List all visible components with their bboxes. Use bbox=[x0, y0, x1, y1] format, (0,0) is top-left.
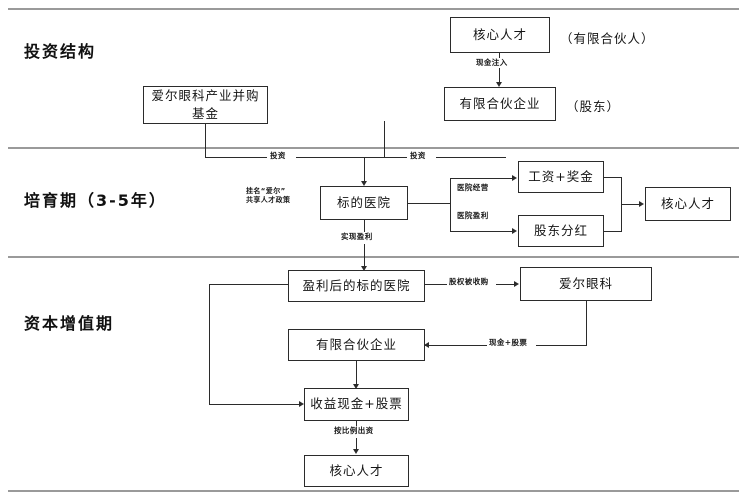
connector-lp-to-proceeds bbox=[356, 361, 357, 386]
feedback-bottom-h bbox=[209, 404, 301, 405]
arrowhead-core-talent-bottom bbox=[353, 449, 359, 454]
edge-label-cash-injection: 现金注入 bbox=[474, 58, 510, 69]
node-label: 股东分红 bbox=[533, 222, 588, 238]
node-label: 有限合伙企业 bbox=[459, 95, 541, 111]
connector-bus-to-target-hospital bbox=[364, 157, 365, 183]
node-label: 有限合伙企业 bbox=[315, 336, 397, 352]
node-proceeds-cash-stock[interactable]: 收益现金+股票 bbox=[304, 388, 409, 421]
node-label: 核心人才 bbox=[660, 195, 715, 211]
node-core-talent-bottom[interactable]: 核心人才 bbox=[304, 455, 409, 487]
connector-aier-down bbox=[586, 301, 587, 345]
bus-investment-left-a bbox=[205, 157, 267, 158]
node-label: 工资+奖金 bbox=[528, 168, 594, 184]
node-target-hospital[interactable]: 标的医院 bbox=[320, 186, 408, 220]
arrowhead-shareholder-dividend bbox=[512, 227, 517, 234]
node-label: 盈利后的标的医院 bbox=[302, 277, 411, 293]
edge-label-cash-plus-stock: 现金+股票 bbox=[487, 338, 530, 349]
bus-investment-right-a bbox=[364, 157, 407, 158]
section-title-investment-structure: 投资结构 bbox=[24, 42, 97, 61]
annotation-limited-partner: （有限合伙人） bbox=[560, 31, 655, 46]
edge-label-investment-right: 投资 bbox=[408, 151, 428, 162]
node-label: 核心人才 bbox=[472, 26, 527, 42]
edge-label-hospital-profit: 医院盈利 bbox=[455, 211, 491, 222]
feedback-top-h bbox=[209, 284, 288, 285]
node-core-talent-mid[interactable]: 核心人才 bbox=[645, 187, 731, 221]
arrowhead-feedback-proceeds bbox=[299, 400, 304, 407]
connector-proceeds-down-a bbox=[356, 421, 357, 429]
arrowhead-salary-bonus bbox=[512, 174, 517, 181]
node-label: 收益现金+股票 bbox=[310, 396, 403, 412]
edge-label-achieve-profit: 实现盈利 bbox=[339, 232, 375, 243]
node-label: 爱尔眼科产业并购 基金 bbox=[151, 87, 260, 121]
arrowhead-core-talent-mid bbox=[639, 200, 644, 207]
connector-hospital-to-junction bbox=[408, 203, 451, 204]
edge-label-investment-left: 投资 bbox=[268, 151, 288, 162]
arrowhead-lp-enterprise-bottom bbox=[424, 341, 429, 348]
connector-cross-divider bbox=[364, 244, 365, 268]
node-label: 核心人才 bbox=[329, 462, 384, 478]
connector-branch-up bbox=[450, 178, 451, 203]
connector-core-talent-to-lp bbox=[499, 53, 500, 84]
connector-branch-up-h bbox=[450, 178, 513, 179]
arrowhead-cash-injection bbox=[496, 82, 502, 87]
connector-cash-stock-b bbox=[425, 345, 487, 346]
arrowhead-target-hospital bbox=[361, 181, 367, 186]
edge-label-hospital-operation: 医院经营 bbox=[455, 183, 491, 194]
node-profitable-hospital[interactable]: 盈利后的标的医院 bbox=[288, 270, 425, 302]
arrowhead-aier-eye bbox=[514, 280, 519, 287]
edge-label-equity-acquired: 股权被收购 bbox=[447, 277, 491, 288]
connector-merge-to-core-talent bbox=[621, 204, 641, 205]
node-lp-enterprise-bottom[interactable]: 有限合伙企业 bbox=[288, 329, 425, 361]
arrowhead-proceeds bbox=[353, 384, 359, 389]
connector-salary-out bbox=[604, 177, 622, 178]
connector-profitable-to-aier-a bbox=[425, 284, 447, 285]
node-label: 爱尔眼科 bbox=[558, 275, 613, 291]
divider-bottom bbox=[8, 490, 739, 492]
section-title-capital-appreciation: 资本增值期 bbox=[24, 314, 115, 333]
node-aier-eye[interactable]: 爱尔眼科 bbox=[520, 267, 652, 301]
node-shareholder-dividend[interactable]: 股东分红 bbox=[518, 215, 604, 247]
connector-cash-stock-a bbox=[536, 345, 587, 346]
connector-dividend-out bbox=[604, 231, 622, 232]
connector-proceeds-down-b bbox=[356, 438, 357, 451]
node-label: 标的医院 bbox=[336, 194, 391, 210]
divider-two bbox=[8, 256, 739, 258]
connector-branch-down-h bbox=[450, 231, 513, 232]
node-aier-fund[interactable]: 爱尔眼科产业并购 基金 bbox=[143, 86, 268, 124]
connector-fund-down bbox=[205, 124, 206, 157]
connector-profitable-to-aier-b bbox=[496, 284, 516, 285]
connector-lp-down bbox=[384, 121, 385, 157]
divider-top bbox=[8, 8, 739, 10]
bus-investment-right-b bbox=[436, 157, 506, 158]
edge-label-brand-talent-policy: 挂名“爱尔” 共享人才政策 bbox=[244, 187, 293, 206]
connector-branch-down bbox=[450, 203, 451, 231]
edge-label-pro-rata-contribution: 按比例出资 bbox=[332, 426, 376, 437]
node-lp-enterprise-top[interactable]: 有限合伙企业 bbox=[444, 87, 556, 121]
arrowhead-profitable-hospital bbox=[361, 266, 367, 271]
node-core-talent-top[interactable]: 核心人才 bbox=[450, 17, 550, 53]
annotation-shareholder: （股东） bbox=[566, 99, 621, 114]
connector-target-hospital-down bbox=[364, 220, 365, 235]
feedback-vertical bbox=[209, 284, 210, 404]
bus-investment-left-b bbox=[296, 157, 364, 158]
node-salary-bonus[interactable]: 工资+奖金 bbox=[518, 161, 604, 193]
section-title-incubation-period: 培育期（3-5年） bbox=[24, 191, 167, 210]
divider-one bbox=[8, 147, 739, 149]
